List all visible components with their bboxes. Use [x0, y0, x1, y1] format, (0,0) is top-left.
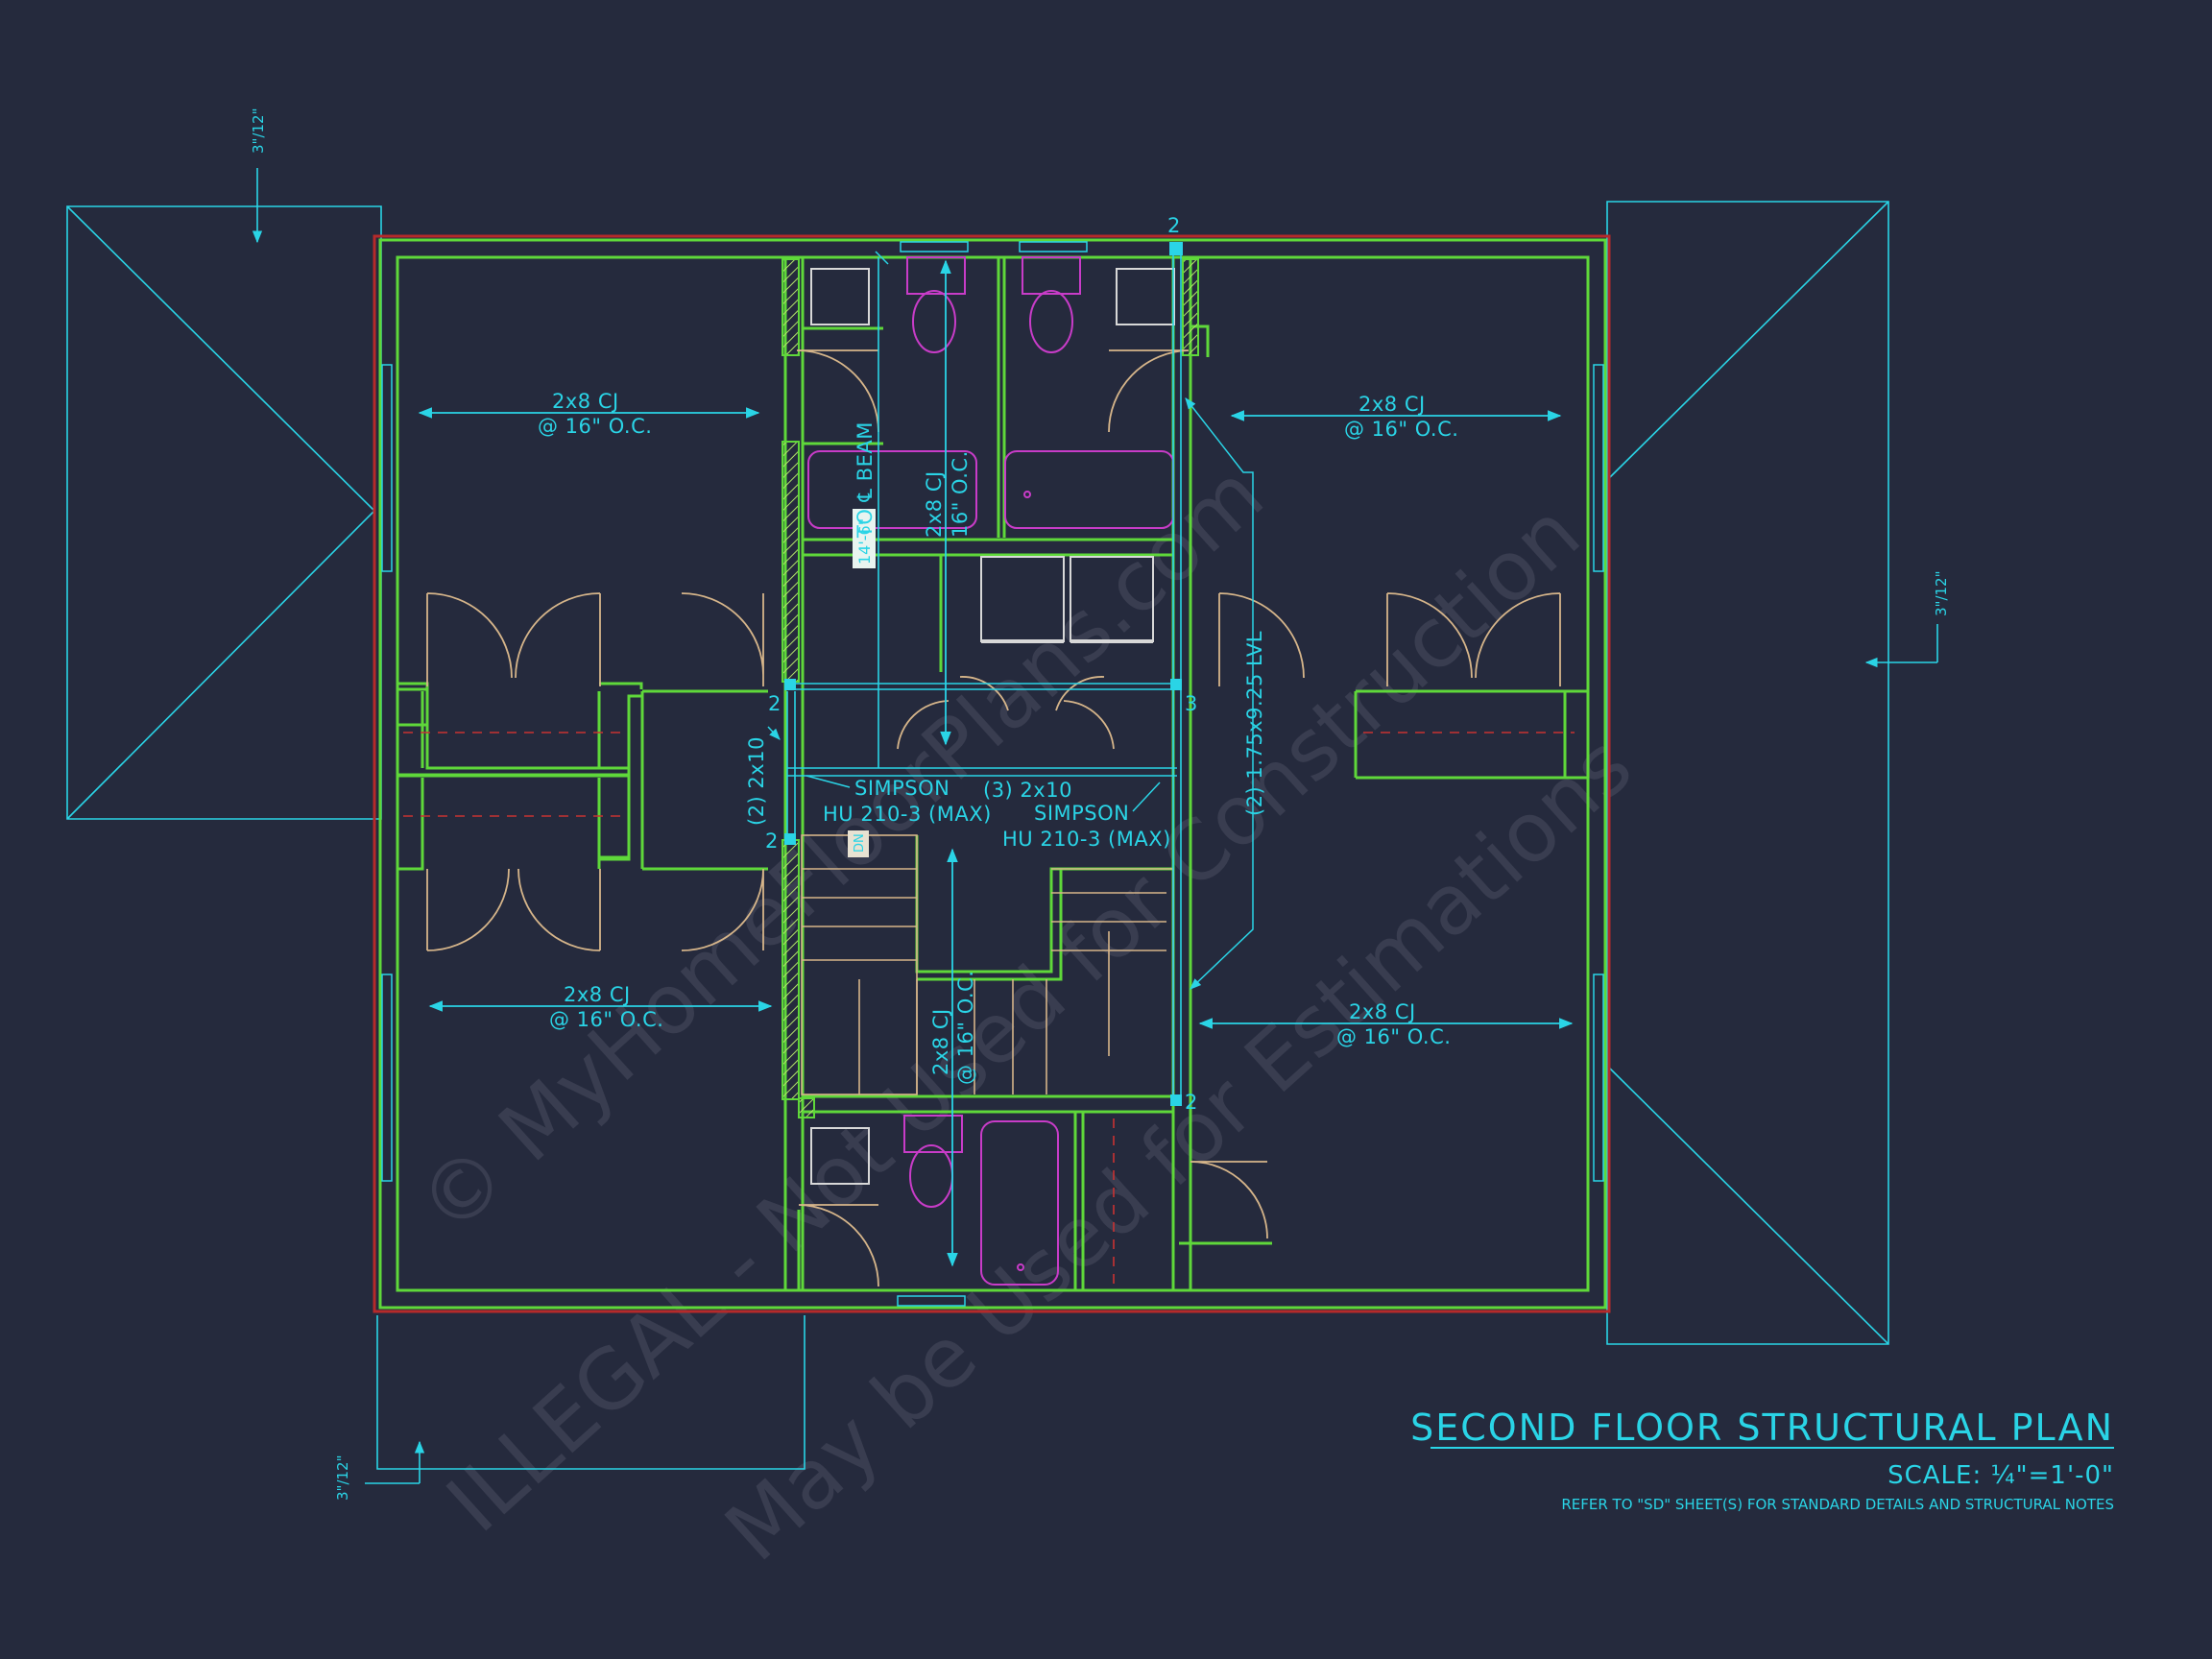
- joist-span-arrows: [418, 259, 1574, 1267]
- svg-text:@ 16" O.C.: @ 16" O.C.: [549, 1008, 663, 1031]
- svg-text:DN: DN: [853, 833, 867, 853]
- svg-text:16" O.C.: 16" O.C.: [949, 450, 972, 538]
- plan-note: REFER TO "SD" SHEET(S) FOR STANDARD DETA…: [1561, 1496, 2114, 1513]
- lvl-label: (2) 1.75x9.25 LVL: [1243, 631, 1266, 816]
- svg-text:@ 16" O.C.: @ 16" O.C.: [1344, 418, 1458, 441]
- joist-label-center-bottom: 2x8 CJ @ 16" O.C.: [929, 971, 977, 1085]
- to-beam-label: TO ℄ BEAM: [854, 421, 877, 539]
- svg-text:2x8 CJ: 2x8 CJ: [1349, 1000, 1416, 1023]
- svg-text:14'-6": 14'-6": [855, 518, 874, 565]
- svg-text:SIMPSON: SIMPSON: [854, 777, 950, 800]
- title-block: SECOND FLOOR STRUCTURAL PLAN SCALE: ¼"=1…: [1410, 1407, 2114, 1513]
- joist-label-top-right: 2x8 CJ @ 16" O.C.: [1344, 393, 1458, 441]
- plan-title: SECOND FLOOR STRUCTURAL PLAN: [1410, 1407, 2114, 1449]
- joist-label-top-left: 2x8 CJ @ 16" O.C.: [538, 390, 652, 438]
- svg-text:2x8 CJ: 2x8 CJ: [929, 1008, 952, 1075]
- hanger-right-label: SIMPSON HU 210-3 (MAX): [1002, 802, 1171, 851]
- hanger-left-label: SIMPSON HU 210-3 (MAX): [823, 777, 992, 826]
- right-roof-hip: [1606, 201, 1889, 1345]
- doors: [426, 349, 1561, 1287]
- svg-text:2x8 CJ: 2x8 CJ: [1358, 393, 1426, 416]
- beam-lines: [786, 248, 1182, 1102]
- porch-roof: [376, 1315, 805, 1470]
- joist-label-bottom-right: 2x8 CJ @ 16" O.C.: [1336, 1000, 1451, 1048]
- header-center-label: (3) 2x10: [983, 779, 1072, 802]
- roof-outlines: [66, 201, 1889, 1470]
- vanities: [810, 268, 1175, 1185]
- post-label-mid-left: 2: [768, 692, 781, 715]
- joist-label-bottom-left: 2x8 CJ @ 16" O.C.: [549, 983, 663, 1031]
- svg-text:2x8 CJ: 2x8 CJ: [552, 390, 619, 413]
- exterior-walls: [373, 234, 1611, 1313]
- roof-pitch-bottom: 3"/12": [334, 1455, 351, 1501]
- svg-text:2x8 CJ: 2x8 CJ: [923, 470, 946, 538]
- stair-tag: DN: [848, 830, 869, 857]
- posts: [784, 242, 1183, 1106]
- svg-text:@ 16" O.C.: @ 16" O.C.: [538, 415, 652, 438]
- plan-scale: SCALE: ¼"=1'-0": [1887, 1461, 2114, 1490]
- joist-label-center-top: 2x8 CJ 16" O.C.: [923, 450, 972, 538]
- header-left-label: (2) 2x10: [745, 736, 768, 826]
- svg-text:HU 210-3 (MAX): HU 210-3 (MAX): [1002, 828, 1171, 851]
- svg-text:@ 16" O.C.: @ 16" O.C.: [1336, 1025, 1451, 1048]
- post-label-stair: 2: [765, 830, 779, 853]
- windows: [381, 241, 1604, 1307]
- post-label-mid-right: 3: [1185, 692, 1198, 715]
- beam-dim-tag: 14'-6": [853, 509, 876, 568]
- roof-pitch-left: 3"/12": [250, 108, 267, 154]
- svg-text:HU 210-3 (MAX): HU 210-3 (MAX): [823, 803, 992, 826]
- svg-text:2x8 CJ: 2x8 CJ: [564, 983, 631, 1006]
- leader-lines: [767, 251, 1254, 990]
- post-label-bottom: 2: [1185, 1091, 1198, 1114]
- post-label-top: 2: [1167, 214, 1181, 237]
- svg-text:@ 16" O.C.: @ 16" O.C.: [954, 971, 977, 1085]
- roof-pitch-right: 3"/12": [1933, 571, 1950, 616]
- closet-rods: [403, 732, 1575, 1286]
- left-roof-hip: [66, 205, 382, 820]
- svg-text:SIMPSON: SIMPSON: [1034, 802, 1129, 825]
